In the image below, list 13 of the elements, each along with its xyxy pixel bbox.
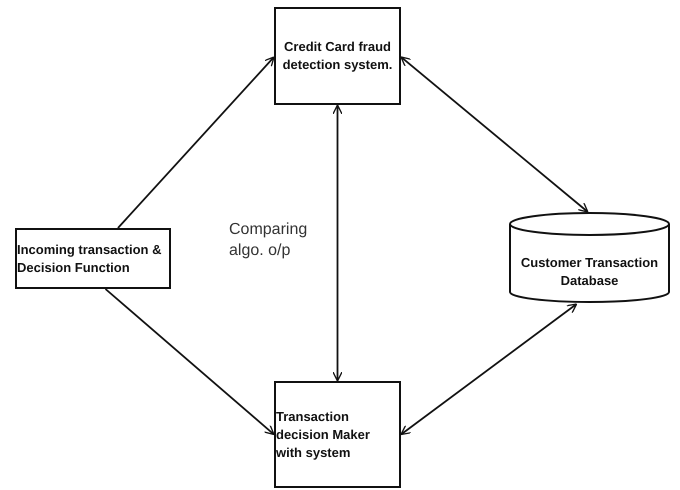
process-box (15, 228, 171, 289)
arrow (400, 56, 589, 213)
node-label: Customer Transaction Database (520, 254, 660, 290)
arrow (400, 303, 578, 436)
process-box (274, 7, 401, 105)
node-label: Credit Card fraud detection system. (282, 38, 394, 74)
process-box (274, 381, 401, 488)
arrow (117, 56, 275, 229)
node-label: Incoming transaction & Decision Function (17, 240, 162, 276)
arrow (104, 288, 275, 436)
database-cylinder (509, 212, 670, 304)
node-label: Transaction decision Maker with system (276, 408, 371, 462)
arrow (332, 104, 343, 382)
